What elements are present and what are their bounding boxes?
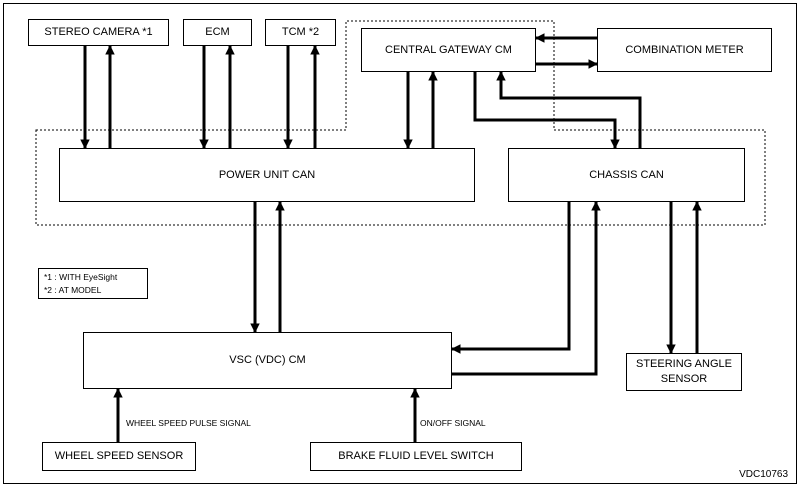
central-gateway-box: CENTRAL GATEWAY CM bbox=[361, 28, 536, 72]
wheel-speed-sensor-box: WHEEL SPEED SENSOR bbox=[42, 442, 196, 471]
power-unit-can-box: POWER UNIT CAN bbox=[59, 148, 475, 202]
footnote-2: *2 : AT MODEL bbox=[44, 285, 102, 295]
arrow-vsc-to-chassis bbox=[452, 201, 601, 376]
stereo-camera-box: STEREO CAMERA *1 bbox=[28, 19, 169, 46]
vsc-cm-box: VSC (VDC) CM bbox=[83, 332, 452, 389]
steering-label-line2: SENSOR bbox=[660, 373, 708, 385]
figure-code: VDC10763 bbox=[739, 469, 788, 480]
tcm-box: TCM *2 bbox=[265, 19, 336, 46]
arrow-chassis-to-gateway bbox=[496, 71, 642, 148]
arrow-gateway-to-chassis bbox=[473, 72, 620, 149]
brake-fluid-signal-label: ON/OFF SIGNAL bbox=[420, 418, 486, 428]
ecm-box: ECM bbox=[183, 19, 252, 46]
arrow-chassis-to-vsc bbox=[451, 202, 571, 354]
steering-label-line1: STEERING ANGLE bbox=[636, 358, 732, 371]
chassis-can-box: CHASSIS CAN bbox=[508, 148, 745, 202]
wheel-speed-signal-label: WHEEL SPEED PULSE SIGNAL bbox=[126, 418, 251, 428]
combination-meter-box: COMBINATION METER bbox=[597, 28, 772, 72]
footnotes-box: *1 : WITH EyeSight *2 : AT MODEL bbox=[38, 268, 148, 299]
steering-angle-sensor-box: STEERING ANGLE SENSOR bbox=[626, 353, 742, 391]
brake-fluid-switch-box: BRAKE FLUID LEVEL SWITCH bbox=[310, 442, 522, 471]
footnote-1: *1 : WITH EyeSight bbox=[44, 272, 118, 282]
diagram-frame bbox=[3, 3, 797, 484]
